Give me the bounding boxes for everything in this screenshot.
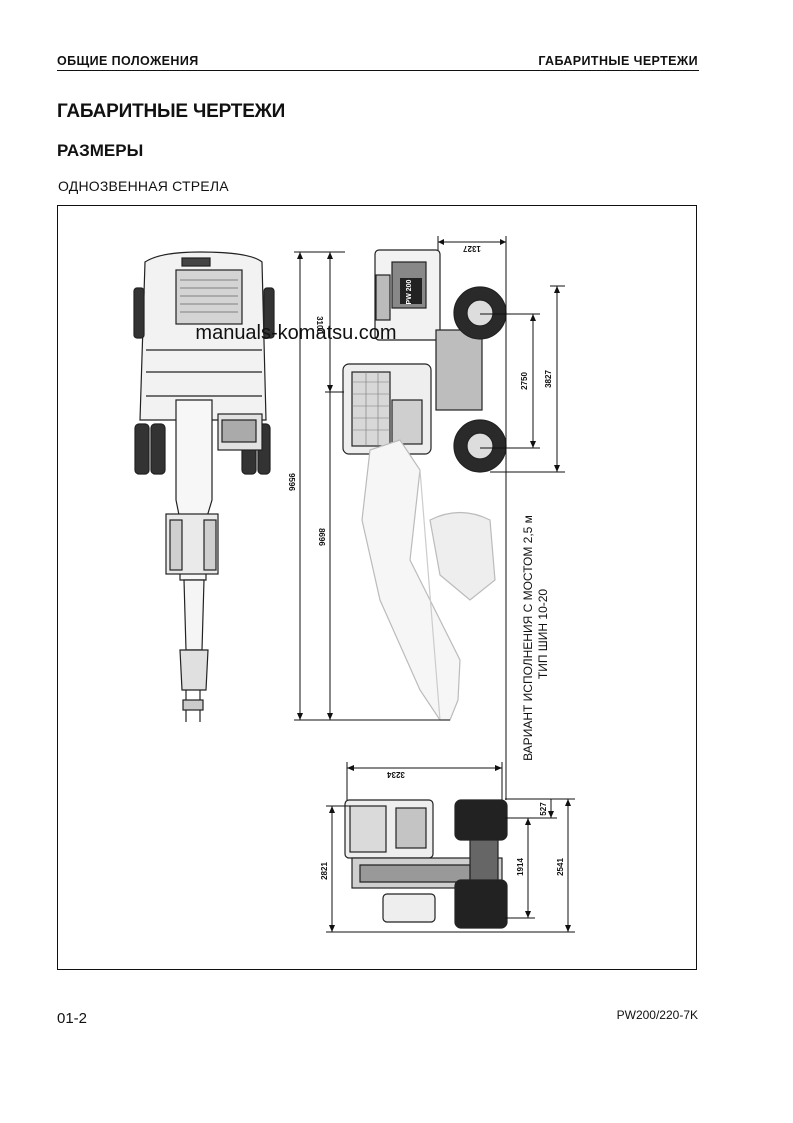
- dim-label-chassis-length: 3827: [544, 370, 553, 388]
- drawing-caption: ОДНОЗВЕННАЯ СТРЕЛА: [58, 178, 229, 194]
- cab-badge-text: PW 200: [406, 279, 413, 304]
- dim-label-wheelbase: 2750: [520, 372, 529, 390]
- dim-label-boom-length: 8696: [317, 528, 326, 546]
- page-number: 01-2: [57, 1010, 88, 1027]
- page-title: ГАБАРИТНЫЕ ЧЕРТЕЖИ: [57, 101, 286, 122]
- dim-label-front-width: 3234: [387, 770, 405, 779]
- drawing-frame: [57, 205, 697, 970]
- header-section-right: ГАБАРИТНЫЕ ЧЕРТЕЖИ: [538, 54, 698, 68]
- dim-label-3100: 3100: [315, 316, 324, 334]
- dim-label-tail-swing: 1327: [463, 244, 481, 253]
- side-view-machine: [133, 251, 275, 722]
- dimension-arrows: [297, 239, 571, 932]
- front-view-machine: [344, 799, 508, 929]
- dim-label-track-side: 527: [539, 802, 548, 816]
- dim-label-track-width: 1914: [516, 858, 525, 876]
- cab-model-badge: PW 200: [400, 278, 422, 304]
- watermark-text: manuals-komatsu.com: [195, 322, 396, 344]
- dim-label-overall-width: 2541: [556, 858, 565, 876]
- header-section-left: ОБЩИЕ ПОЛОЖЕНИЯ: [57, 54, 199, 68]
- top-view-machine: [342, 249, 507, 721]
- dim-label-upper-width: 2821: [320, 862, 329, 880]
- variant-note-line1: ВАРИАНТ ИСПОЛНЕНИЯ С МОСТОМ 2,5 м: [521, 515, 535, 761]
- model-code: PW200/220-7K: [616, 1008, 698, 1022]
- variant-note-line2: ТИП ШИН 10-20: [536, 589, 550, 680]
- dim-label-overall-length: 9596: [287, 473, 296, 491]
- header-rule: [57, 70, 699, 71]
- dimension-lines: [294, 236, 575, 933]
- page-subtitle: РАЗМЕРЫ: [57, 141, 144, 160]
